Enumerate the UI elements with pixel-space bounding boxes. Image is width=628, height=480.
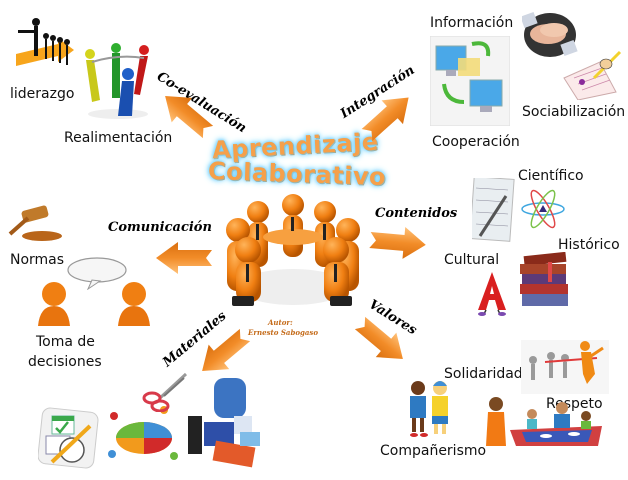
children-friends-icon (404, 378, 454, 440)
two-people-talking-icon (36, 280, 152, 326)
label-normas: Normas (10, 252, 65, 268)
school-supplies-icon (184, 376, 266, 468)
label-informacion: Información (430, 15, 514, 31)
author-name: Ernesto Sabogaso (248, 328, 319, 337)
family-meal-icon (482, 396, 606, 448)
label-realimentacion: Realimentación (64, 130, 173, 146)
team-huddle-icon (218, 192, 368, 310)
speech-bubble-icon (66, 256, 128, 290)
calendar-tool-icon (38, 406, 100, 470)
branch-contenidos: Contenidos (375, 206, 458, 221)
label-liderazgo: liderazgo (10, 86, 75, 102)
label-cientifico: Científico (518, 168, 584, 184)
leader-figures-icon (8, 14, 76, 76)
label-sociabilizacion: Sociabilización (522, 104, 626, 120)
handshake-icon (522, 10, 578, 60)
label-solidaridad: Solidaridad (444, 366, 523, 382)
gavel-icon (8, 204, 64, 242)
people-circle-icon (78, 40, 158, 122)
runners-finish-icon (521, 340, 609, 394)
author-label: Autor: (268, 318, 293, 327)
computers-exchange-icon (430, 36, 510, 126)
scissors-icon (142, 372, 188, 412)
label-companerismo: Compañerismo (380, 443, 487, 459)
label-cultural: Cultural (444, 252, 500, 268)
letter-a-character-icon (472, 270, 512, 316)
label-cooperacion: Cooperación (432, 134, 520, 150)
label-historico: Histórico (558, 237, 620, 253)
books-stack-icon (518, 252, 572, 310)
branch-comunicacion: Comunicación (108, 220, 212, 235)
puzzle-team-icon (106, 404, 182, 468)
atom-icon (520, 188, 566, 230)
math-notes-icon (472, 178, 516, 244)
label-toma-de: Toma de (36, 334, 95, 350)
label-decisiones: decisiones (28, 354, 102, 370)
signing-document-icon (560, 48, 624, 100)
